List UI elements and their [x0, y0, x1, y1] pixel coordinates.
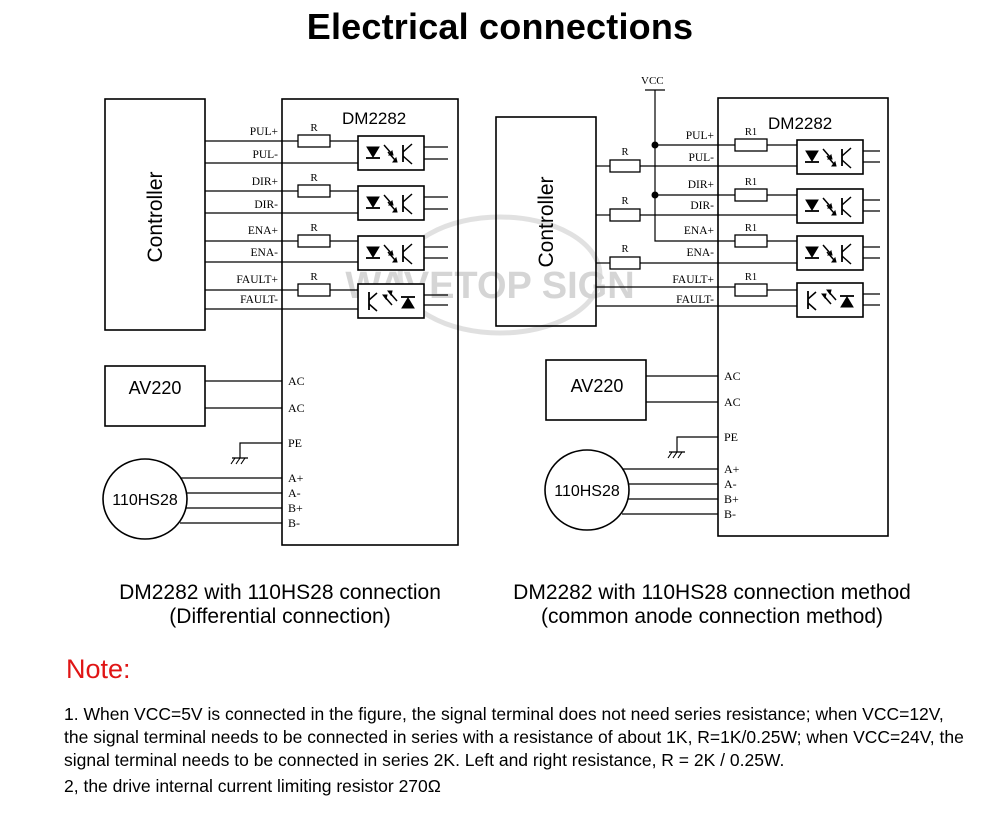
power-label: AV220	[571, 376, 624, 396]
signal-label: ENA+	[684, 225, 714, 237]
signal-label: ENA-	[251, 247, 279, 259]
driver-box	[281, 98, 459, 546]
motor-circle	[102, 458, 188, 540]
signal-label: DIR+	[252, 176, 278, 188]
resistor-label: R1	[745, 127, 757, 138]
caption-right: DM2282 with 110HS28 connection method (c…	[482, 581, 942, 629]
power-terminal-label: AC	[288, 374, 305, 388]
note-line-2: 2, the drive internal current limiting r…	[64, 776, 441, 796]
caption-right-line1: DM2282 with 110HS28 connection method	[513, 581, 911, 604]
signal-label: DIR+	[688, 179, 714, 191]
note-body: 1. When VCC=5V is connected in the figur…	[64, 703, 964, 798]
resistor-label: R1	[745, 272, 757, 283]
signal-label: ENA+	[248, 225, 278, 237]
controller-box	[104, 98, 206, 331]
diagram-left-labels: DM2282 Controller AV220 110HS28 PUL+ PUL…	[112, 109, 406, 530]
signal-label: FAULT-	[676, 294, 714, 306]
motor-terminal-label: B+	[288, 501, 303, 515]
resistor-label: R	[621, 147, 628, 158]
resistor-label: R	[310, 122, 318, 134]
motor-terminal-label: A-	[724, 477, 737, 491]
caption-left-line2: (Differential connection)	[169, 605, 391, 628]
resistor-label: R	[310, 271, 318, 283]
pe-terminal-label: PE	[288, 436, 302, 450]
caption-left: DM2282 with 110HS28 connection (Differen…	[80, 581, 480, 629]
controller-box	[495, 116, 597, 327]
motor-terminal-label: B-	[288, 516, 300, 530]
controller-label: Controller	[144, 171, 167, 262]
resistor-label: R1	[745, 177, 757, 188]
signal-label: PUL-	[688, 152, 714, 164]
signal-label: FAULT+	[672, 274, 714, 286]
motor-label: 110HS28	[112, 492, 178, 509]
driver-label: DM2282	[342, 109, 406, 128]
caption-left-line1: DM2282 with 110HS28 connection	[119, 581, 441, 604]
vcc-label: VCC	[641, 75, 664, 87]
resistor-label: R	[621, 244, 628, 255]
caption-right-line2: (common anode connection method)	[540, 605, 884, 628]
resistor-label: R	[310, 222, 318, 234]
signal-label: ENA-	[687, 247, 715, 259]
motor-terminal-label: B+	[724, 492, 739, 506]
motor-circle	[544, 449, 630, 531]
signal-label: FAULT+	[236, 274, 278, 286]
motor-terminal-label: A-	[288, 486, 301, 500]
diagram-right	[495, 89, 889, 537]
signal-label: PUL+	[686, 130, 714, 142]
resistor-label: R	[621, 196, 628, 207]
signal-label: DIR-	[254, 199, 278, 211]
motor-terminal-label: A+	[724, 462, 740, 476]
diagram-left	[102, 98, 459, 546]
resistor-label: R	[310, 172, 318, 184]
pe-terminal-label: PE	[724, 430, 738, 444]
power-label: AV220	[129, 378, 182, 398]
signal-label: PUL+	[250, 126, 278, 138]
driver-box	[717, 97, 889, 537]
power-terminal-label: AC	[724, 369, 741, 383]
note-line-1: 1. When VCC=5V is connected in the figur…	[64, 704, 964, 770]
page-title: Electrical connections	[306, 6, 694, 47]
wiring-diagrams: WAVETOP SIGN	[102, 75, 889, 546]
diagram-right-labels: DM2282 Controller AV220 110HS28 VCC PUL+…	[535, 75, 832, 521]
controller-label: Controller	[535, 176, 558, 267]
motor-terminal-label: A+	[288, 471, 304, 485]
resistor-label: R1	[745, 223, 757, 234]
power-terminal-label: AC	[288, 401, 305, 415]
note-heading: Note:	[66, 654, 131, 684]
driver-label: DM2282	[768, 114, 832, 133]
power-box	[104, 365, 206, 427]
power-box	[545, 359, 647, 421]
motor-terminal-label: B-	[724, 507, 736, 521]
signal-label: FAULT-	[240, 294, 278, 306]
signal-label: DIR-	[690, 200, 714, 212]
motor-label: 110HS28	[554, 483, 620, 500]
power-terminal-label: AC	[724, 395, 741, 409]
signal-label: PUL-	[252, 149, 278, 161]
